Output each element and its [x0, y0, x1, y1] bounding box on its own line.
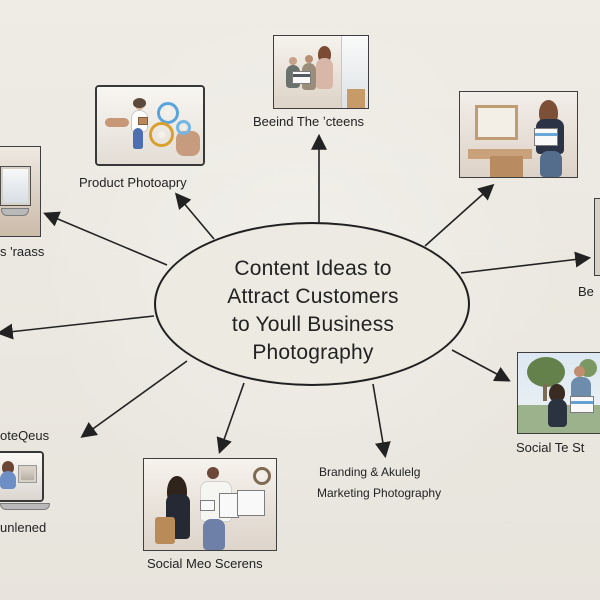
behind-scenes-cabinet	[347, 89, 365, 108]
center-title-line-3: to Youll Business	[231, 313, 395, 336]
upper-right-box	[490, 156, 523, 177]
behind-scenes-label: Beeind The ʼcteens	[253, 114, 365, 129]
product-photo-hand-left	[105, 118, 129, 127]
arrow-to-left-middle-scene	[0, 315, 155, 340]
left-lower-screen-content	[21, 468, 34, 480]
upper-right-scene-image	[459, 91, 578, 178]
social-media-image	[143, 458, 277, 551]
behind-scenes-sign-stripe	[293, 74, 310, 77]
behind-scenes-person-2-head	[305, 55, 313, 63]
social-right-card-stripe	[571, 401, 593, 404]
social-right-person-2-head	[574, 366, 585, 377]
social-media-label: Social Meo Scerens	[147, 556, 263, 571]
left-lower-screen-picture	[18, 465, 37, 483]
left-upper-laptop-content	[3, 169, 28, 203]
social-media-card-3	[237, 490, 265, 516]
behind-scenes-image	[273, 35, 369, 109]
left-lower-person-hair	[2, 461, 14, 474]
behind-scenes-person-3-body	[316, 58, 333, 89]
branding-line-1: Branding & Akulelg	[319, 465, 421, 479]
social-media-card-2	[219, 493, 239, 518]
left-upper-partial-label: s 'raass	[0, 244, 45, 259]
product-photo-hand-right	[176, 131, 200, 156]
social-media-clock-icon	[253, 467, 271, 485]
left-upper-scene-image	[0, 146, 41, 237]
arrow-to-upper-right-scene	[424, 183, 495, 247]
social-right-tree-1	[527, 357, 565, 387]
orange-gear-icon	[149, 122, 174, 147]
arrow-to-right-middle-scene	[460, 251, 592, 274]
upper-right-table	[468, 149, 532, 159]
product-photography-label: Product Photoapry	[79, 175, 187, 190]
arrow-to-social-media	[216, 382, 245, 455]
small-blue-gear-icon	[176, 120, 191, 135]
left-lower-laptop-base	[0, 503, 50, 510]
arrow-to-product-photography	[174, 192, 215, 240]
product-photo-person-hair	[133, 98, 146, 108]
left-upper-laptop-base	[1, 208, 29, 216]
left-lower-person-body	[0, 471, 16, 489]
upper-right-card	[534, 128, 558, 146]
social-media-card-1	[200, 500, 215, 511]
behind-scenes-sign	[292, 71, 311, 84]
behind-scenes-person-1-head	[289, 57, 297, 65]
left-lower-partial-label: oteQeus	[0, 428, 50, 443]
arrow-to-left-upper-scene	[43, 211, 168, 266]
social-media-bag	[155, 517, 175, 544]
branding-line-2: Marketing Photography	[317, 486, 442, 500]
social-right-person-1-hair	[549, 384, 565, 402]
social-media-person-2-head	[207, 467, 219, 479]
arrow-to-branding	[372, 383, 391, 459]
upper-right-person-legs	[540, 151, 562, 177]
left-upper-laptop-screen	[0, 166, 31, 206]
center-topic-oval	[154, 222, 470, 386]
left-lower-laptop-image	[0, 451, 44, 502]
product-photo-person-legs	[133, 128, 143, 149]
right-middle-scene-background	[595, 199, 600, 275]
left-bottom-partial-label: unlened	[0, 520, 47, 535]
center-title-line-4: Photography	[252, 341, 374, 364]
center-title-line-1: Content Ideas to	[234, 257, 392, 280]
social-right-image	[517, 352, 600, 434]
center-topic-text: Content Ideas to Attract Customers to Yo…	[193, 255, 433, 367]
product-photo-box	[138, 117, 148, 125]
social-right-label: Social Te St	[516, 440, 585, 455]
right-middle-partial-label: Be	[578, 284, 594, 299]
upper-right-card-stripe	[535, 133, 557, 136]
social-media-person-2-legs	[203, 519, 225, 550]
product-photography-image	[95, 85, 205, 166]
blue-gear-icon	[157, 102, 179, 124]
upper-right-frame	[475, 105, 518, 140]
social-right-tree-trunk	[543, 384, 547, 401]
arrow-to-left-lower-scene	[80, 360, 188, 438]
right-middle-scene-image	[594, 198, 600, 276]
social-right-card	[570, 396, 594, 413]
social-right-person-1-body	[548, 399, 567, 427]
center-title-line-2: Attract Customers	[227, 285, 399, 308]
arrow-to-social-right	[451, 349, 511, 382]
